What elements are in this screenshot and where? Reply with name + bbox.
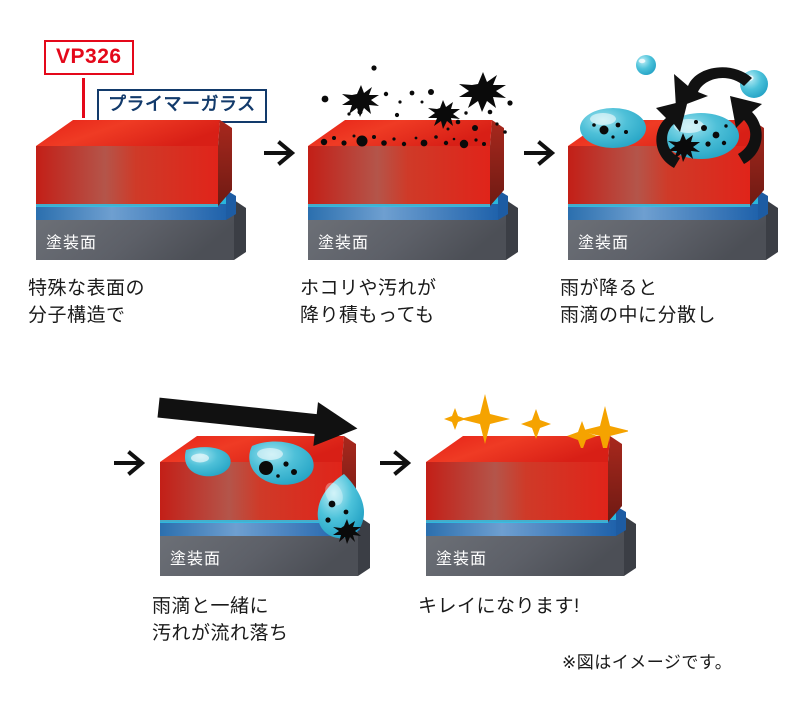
dirt-particles-step-2 [300,62,520,145]
flow-arrow [157,397,358,446]
rotation-arrows [656,67,762,168]
block-step-1: 塗装面 [28,112,258,264]
raindrop-dispersion-step-3 [556,52,796,187]
caption-step-3: 雨が降ると 雨滴の中に分散し [560,278,717,326]
droplets-rolling-step-4 [148,388,408,573]
sparkle-icon-group [444,394,630,456]
block-step-5: 塗装面 [418,428,648,580]
image-disclaimer-note: ※図はイメージです。 [562,653,733,672]
step-arrow-4 [378,448,414,483]
step-arrow-2 [522,138,558,173]
sparkles-step-5 [428,388,630,456]
block-step-2: 塗装面 [300,112,530,264]
callout-vp326-leader [82,78,85,120]
callout-vp326: VP326 [44,40,134,76]
dirt-on-surface [320,134,486,149]
step-arrow-3 [112,448,148,483]
caption-step-4: 雨滴と一緒に 汚れが流れ落ち [152,596,289,644]
caption-step-5: キレイになります! [418,596,580,617]
caption-step-1: 特殊な表面の 分子構造で [28,278,146,326]
step-arrow-1 [262,138,298,173]
caption-step-2: ホコリや汚れが 降り積もっても [300,278,437,326]
